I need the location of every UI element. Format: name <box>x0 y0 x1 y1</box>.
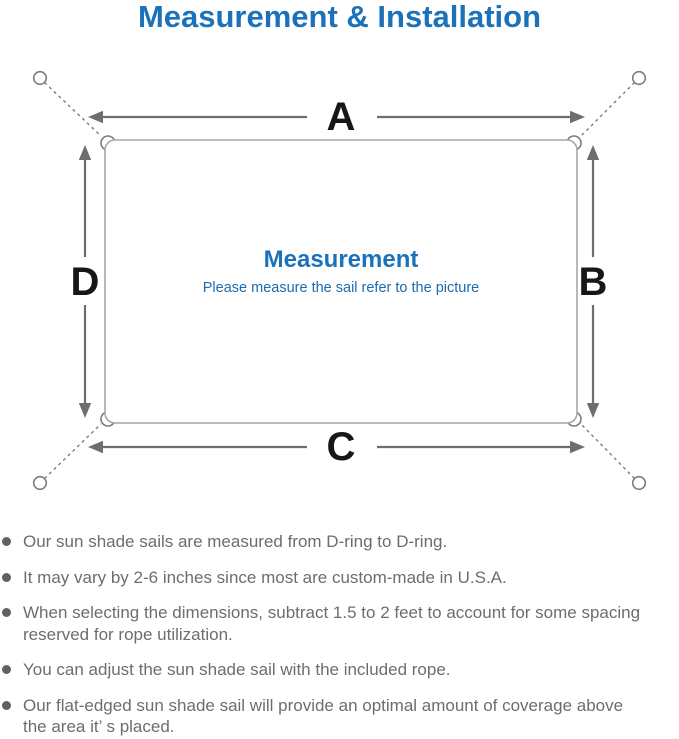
tether-line-bottom-right <box>580 423 635 479</box>
arrowhead-down-icon <box>78 403 92 418</box>
dimension-label-bottom: C <box>327 425 356 469</box>
anchor-ring-top-right-icon <box>631 70 647 86</box>
bullet-icon <box>2 700 11 710</box>
dimension-arrow-right <box>586 145 600 418</box>
center-subtitle: Please measure the sail refer to the pic… <box>203 280 479 296</box>
dimension-label-top: A <box>327 95 356 139</box>
bullet-icon <box>2 608 11 617</box>
dimension-arrow-bottom <box>88 440 585 454</box>
dimension-label-right: B <box>579 260 608 304</box>
note-text: Our sun shade sails are measured from D-… <box>23 532 448 551</box>
dimension-arrow-left <box>78 145 92 418</box>
sail-outline <box>104 139 578 424</box>
arrowhead-up-icon <box>78 145 92 160</box>
dimension-arrow-top <box>88 110 585 124</box>
tether-line-top-right <box>580 82 635 137</box>
arrowhead-up-icon <box>586 145 600 160</box>
arrowhead-right-icon <box>570 110 585 124</box>
page-title: Measurement & Installation <box>137 0 542 34</box>
list-item: Our flat-edged sun shade sail will provi… <box>2 695 675 738</box>
bullet-icon <box>2 572 11 582</box>
list-item: When selecting the dimensions, subtract … <box>2 602 675 645</box>
note-text: Our flat-edged sun shade sail will provi… <box>23 695 624 737</box>
bullet-icon <box>2 537 11 546</box>
list-item: You can adjust the sun shade sail with t… <box>2 659 675 681</box>
notes-list: Our sun shade sails are measured from D-… <box>2 531 675 739</box>
anchor-ring-top-left-icon <box>32 70 48 86</box>
anchor-ring-bottom-right-icon <box>631 475 647 491</box>
arrowhead-down-icon <box>586 403 600 418</box>
measurement-diagram: A C D B Measurement Please measure the s… <box>32 70 647 491</box>
note-text: When selecting the dimensions, subtract … <box>23 603 641 644</box>
list-item: Our sun shade sails are measured from D-… <box>2 531 675 553</box>
tether-line-top-left <box>44 81 102 137</box>
center-heading: Measurement <box>264 246 419 273</box>
note-text: You can adjust the sun shade sail with t… <box>23 660 451 679</box>
note-text: It may vary by 2-6 inches since most are… <box>23 567 507 587</box>
dimension-label-left: D <box>71 260 100 304</box>
arrowhead-right-icon <box>570 440 585 454</box>
tether-line-bottom-left <box>44 423 102 480</box>
bullet-icon <box>2 665 11 674</box>
arrowhead-left-icon <box>88 440 103 454</box>
list-item: It may vary by 2-6 inches since most are… <box>2 567 675 589</box>
anchor-ring-bottom-left-icon <box>32 475 48 491</box>
arrowhead-left-icon <box>88 110 103 124</box>
